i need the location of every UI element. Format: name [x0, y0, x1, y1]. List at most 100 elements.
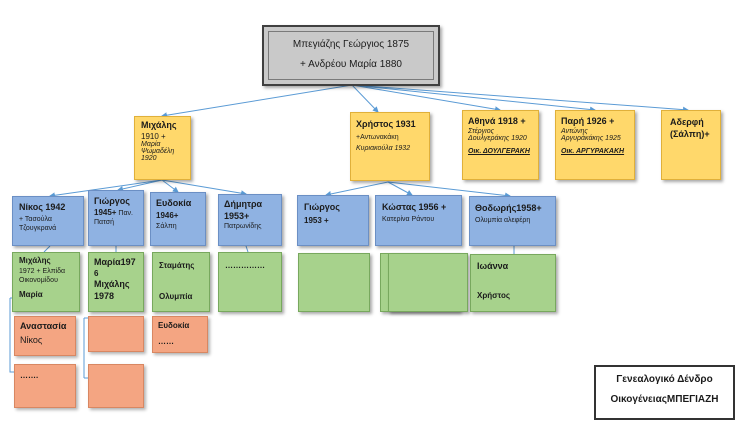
great-great-anastasia-line1: Αναστασία [20, 321, 67, 331]
great-grandchild-thodoris-kids-line1: Ιωάννα [477, 261, 509, 271]
grandchild-evdokia-line2: 1946+ [156, 211, 179, 220]
child-pari-family: Οικ. ΑΡΓΥΡΑΚΑΚΗ [561, 148, 625, 155]
grandchild-dimitra-line1: Δήμητρα [224, 199, 263, 209]
child-athina-spouse2: Δουλγεράκης 1920 [468, 135, 527, 142]
connector-christos-giorgos [325, 181, 389, 197]
connector-bracket-left [9, 298, 14, 373]
great-grandchild-michalis-line2: 1972 + Ελπίδα [19, 268, 66, 275]
great-great-evdokia-line2: …… [158, 337, 174, 346]
child-aderfi-line1: Αδερφή [670, 117, 704, 127]
grandchild-giorgos2-line1: Γιώργος [304, 202, 340, 212]
grandchild-giorgos1: Γιώργος 1945+ Παν. Πατσή [88, 190, 144, 246]
great-grandchild-dimitra-kids: …………… [218, 252, 282, 312]
grandchild-giorgos2: Γιώργος 1953 + [297, 195, 369, 246]
grandchild-kostas-name: Κώστας 1956 + [382, 202, 447, 212]
child-christos-name: Χρήστος 1931 [356, 119, 416, 129]
child-michalis: Μιχάλης 1910 + Μαρία Ψωμαδέλη 1920 [134, 116, 191, 180]
child-michalis-spouse2: Ψωμαδέλη [141, 148, 175, 155]
grandchild-giorgos1-line2: 1945+ [94, 208, 117, 217]
connector-nikos-michalis2 [43, 245, 51, 253]
grandchild-thodoris-name: Θοδωρής1958+ [475, 203, 542, 213]
connector-michalis-dimitra [161, 179, 247, 197]
great-great-empty-2 [88, 364, 144, 408]
great-grandchild-michalis: Μιχάλης 1972 + Ελπίδα Οικονομίδου Μαρία [12, 252, 80, 312]
connector-dimitra-kids [245, 245, 249, 253]
grandchild-dimitra: Δήμητρα 1953+ Πατρωνίδης [218, 194, 282, 246]
grandchild-dimitra-line2: 1953+ [224, 211, 250, 221]
great-grandchild-stamatis-line1: Σταμάτης [159, 261, 195, 270]
grandchild-giorgos2-line2: 1953 + [304, 216, 329, 225]
great-grandchild-dimitra-kids-line1: …………… [225, 261, 265, 270]
root-line2: + Ανδρέου Μαρία 1880 [300, 59, 402, 70]
grandchild-evdokia: Ευδοκία 1946+ Σάλπη [150, 192, 206, 246]
connector-michalis-giorgos [117, 179, 163, 192]
great-great-anastasia: Αναστασία Νίκος [14, 316, 76, 356]
child-pari-spouse1: Αντώνης [561, 128, 588, 135]
child-christos: Χρήστος 1931 +Αντωνακάκη Κυριακούλα 1932 [350, 112, 430, 181]
root-ancestor-box: Μπεγιάζης Γεώργιος 1875 + Ανδρέου Μαρία … [262, 25, 440, 86]
great-great-anastasia-line2: Νίκος [20, 335, 43, 345]
grandchild-nikos-spouse1: + Τασούλα [19, 216, 52, 223]
child-athina-name: Αθηνά 1918 + [468, 116, 526, 126]
grandchild-nikos-spouse2: Τζουγκρανά [19, 225, 57, 232]
great-grandchild-maria-line4: 1978 [94, 291, 115, 301]
grandchild-thodoris: Θοδωρής1958+ Ολυμπία αλεφέρη [469, 196, 556, 246]
great-grandchild-michalis-line3: Οικονομίδου [19, 277, 58, 284]
child-athina-spouse1: Στέργιος [468, 128, 495, 135]
grandchild-giorgos1-line3: Πατσή [94, 219, 114, 226]
great-grandchild-michalis-line1: Μιχάλης [19, 256, 51, 265]
connector-root-aderfi [351, 84, 689, 113]
child-michalis-spouse1: Μαρία [141, 141, 161, 148]
grandchild-nikos-name: Νίκος 1942 [19, 202, 66, 212]
grandchild-kostas: Κώστας 1956 + Κατερίνα Ράντου [375, 195, 462, 246]
grandchild-giorgos1-line2b: Παν. [116, 210, 133, 217]
child-pari: Παρή 1926 + Αντώνης Αργυράκάκης 1925 Οικ… [555, 110, 635, 180]
child-michalis-birth: 1910 + [141, 132, 166, 141]
child-athina: Αθηνά 1918 + Στέργιος Δουλγεράκης 1920 Ο… [462, 110, 539, 180]
child-aderfi-line2: (Σάλπη)+ [670, 129, 710, 139]
connector-michalis-evdokia [161, 179, 179, 193]
connector-michalis-nikos [49, 179, 163, 199]
diagram-title-line1: Γενεαλογικό Δένδρο [616, 374, 713, 385]
child-michalis-name: Μιχάλης [141, 120, 177, 130]
great-great-empty-1 [88, 316, 144, 352]
connector-root-pari [351, 84, 596, 113]
child-pari-name: Παρή 1926 + [561, 116, 615, 126]
child-aderfi: Αδερφή (Σάλπη)+ [661, 110, 721, 180]
great-grandchild-thodoris-kids-line2: Χρήστος [477, 291, 511, 300]
great-great-evdokia-line1: Ευδοκία [158, 321, 190, 330]
great-grandchild-giorgos2-empty [298, 253, 370, 312]
root-line1: Μπεγιάζης Γεώργιος 1875 [292, 39, 410, 50]
grandchild-thodoris-spouse: Ολυμπία αλεφέρη [475, 217, 531, 224]
grandchild-kostas-spouse: Κατερίνα Ράντου [382, 216, 435, 223]
child-christos-spouse1: +Αντωνακάκη [356, 134, 399, 141]
great-grandchild-maria-line2: 6 [94, 269, 99, 278]
grandchild-nikos: Νίκος 1942 + Τασούλα Τζουγκρανά [12, 196, 84, 246]
connector-root-christos [351, 84, 379, 113]
grandchild-evdokia-line1: Ευδοκία [156, 198, 192, 208]
connector-root-michalis [161, 84, 353, 119]
grandchild-dimitra-line3: Πατρωνίδης [224, 223, 262, 230]
great-grandchild-maria-line3: Μιχάλης [94, 279, 130, 289]
grandchild-giorgos1-line1: Γιώργος [94, 196, 130, 206]
grandchild-evdokia-line3: Σάλπη [156, 223, 177, 230]
great-grandchild-michalis-line4: Μαρία [19, 290, 43, 299]
connector-christos-kostas [387, 181, 413, 196]
great-grandchild-kostas-empty-2 [388, 253, 468, 312]
connector-christos-thodoris [387, 181, 511, 199]
great-great-dots: ……. [14, 364, 76, 408]
great-grandchild-stamatis: Σταμάτης Ολυμπία [152, 252, 210, 312]
great-great-evdokia: Ευδοκία …… [152, 316, 208, 353]
diagram-title-line2: ΟικογένειαςΜΠΕΓΙΑΖΗ [610, 394, 719, 405]
child-pari-spouse2: Αργυράκάκης 1925 [561, 135, 621, 142]
diagram-title-box: Γενεαλογικό Δένδρο ΟικογένειαςΜΠΕΓΙΑΖΗ [594, 365, 735, 420]
great-grandchild-stamatis-line2: Ολυμπία [159, 292, 193, 301]
great-grandchild-maria: Μαρία197 6 Μιχάλης 1978 [88, 252, 144, 312]
connector-root-athina [351, 84, 501, 113]
root-inner-frame [268, 31, 434, 80]
great-great-dots-line1: ……. [20, 371, 39, 380]
great-grandchild-thodoris-kids: Ιωάννα Χρήστος [470, 254, 556, 312]
great-grandchild-maria-line1: Μαρία197 [94, 257, 136, 267]
